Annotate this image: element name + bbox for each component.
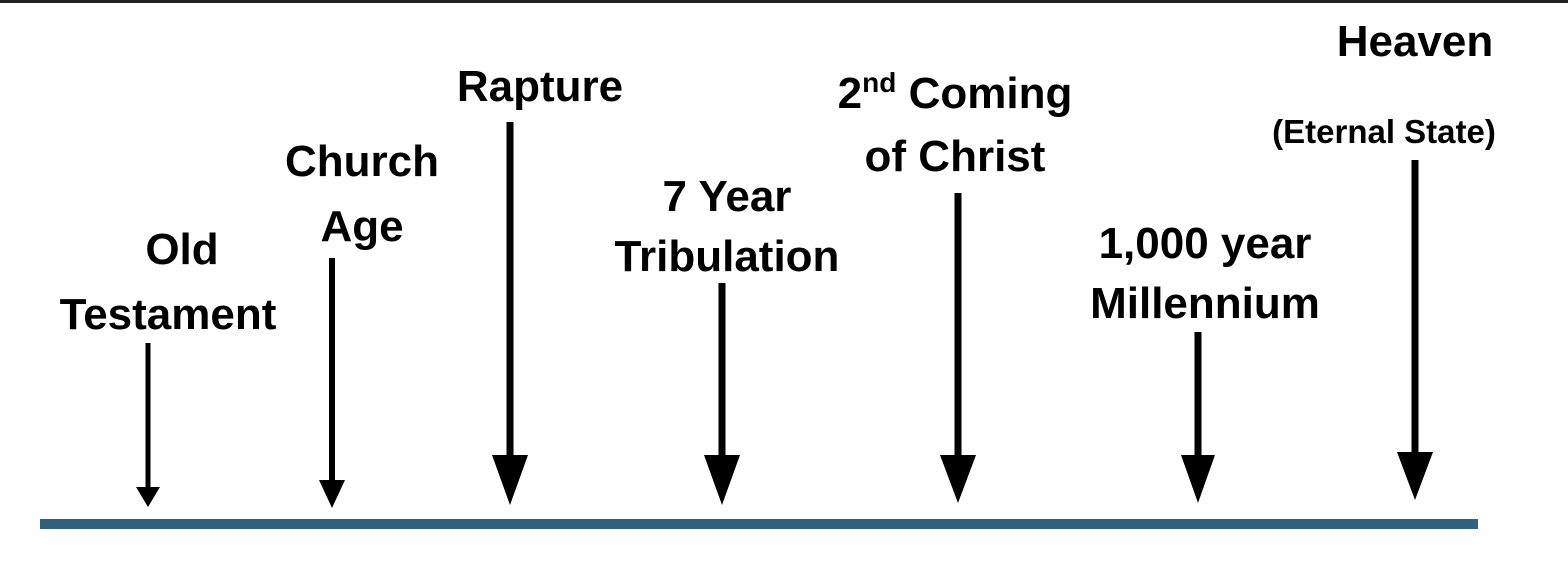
label-church-age-line1: Church [285, 137, 439, 186]
arrow-shaft [1411, 160, 1419, 454]
label-rapture: Rapture [457, 62, 623, 111]
arrow-shaft [718, 283, 726, 457]
event-rapture: Rapture [457, 62, 623, 111]
down-arrow-icon-second-coming [940, 193, 976, 503]
label-tribulation-line1: 7 Year [663, 172, 792, 221]
arrow-shaft [954, 193, 962, 457]
label-church-age-line2: Age [320, 202, 403, 251]
arrow-shaft [145, 343, 151, 489]
arrow-head [1181, 455, 1215, 503]
down-arrow-icon-rapture [492, 122, 528, 505]
arrow-head [319, 480, 345, 508]
label-heaven-line2: (Eternal State) [1272, 113, 1496, 150]
event-church-age: Church Age [285, 137, 439, 251]
top-border [0, 0, 1568, 3]
coming-text: Coming [896, 69, 1072, 118]
label-old-testament-line1: Old [145, 225, 218, 274]
down-arrow-icon-heaven [1397, 160, 1433, 500]
down-arrow-icon-millennium [1181, 332, 1215, 503]
down-arrow-icon-old-testament [136, 343, 160, 507]
arrow-head [704, 455, 740, 505]
ordinal-number: 2 [838, 69, 862, 118]
event-old-testament: Old Testament [60, 225, 277, 339]
arrow-shaft [1194, 332, 1202, 457]
arrow-head [136, 487, 160, 507]
label-heaven-line1: Heaven [1337, 17, 1494, 66]
label-old-testament-line2: Testament [60, 290, 277, 339]
arrow-head [492, 455, 528, 505]
label-tribulation-line2: Tribulation [615, 232, 840, 281]
event-millennium: 1,000 year Millennium [1090, 219, 1320, 328]
down-arrow-icon-tribulation [704, 283, 740, 505]
event-second-coming: 2nd Coming of Christ [838, 67, 1073, 181]
label-millennium-line2: Millennium [1090, 279, 1320, 328]
ordinal-suffix: nd [862, 67, 896, 98]
arrow-shaft [506, 122, 514, 457]
timeline-bar [40, 519, 1478, 529]
label-millennium-line1: 1,000 year [1099, 219, 1312, 268]
event-heaven: Heaven (Eternal State) [1272, 17, 1496, 150]
event-tribulation: 7 Year Tribulation [615, 172, 840, 281]
arrow-head [1397, 452, 1433, 500]
down-arrow-icon-church-age [319, 258, 345, 508]
arrow-shaft [329, 258, 335, 482]
label-second-coming-line1: 2nd Coming [838, 67, 1073, 118]
arrow-head [940, 455, 976, 503]
label-second-coming-line2: of Christ [865, 132, 1046, 181]
